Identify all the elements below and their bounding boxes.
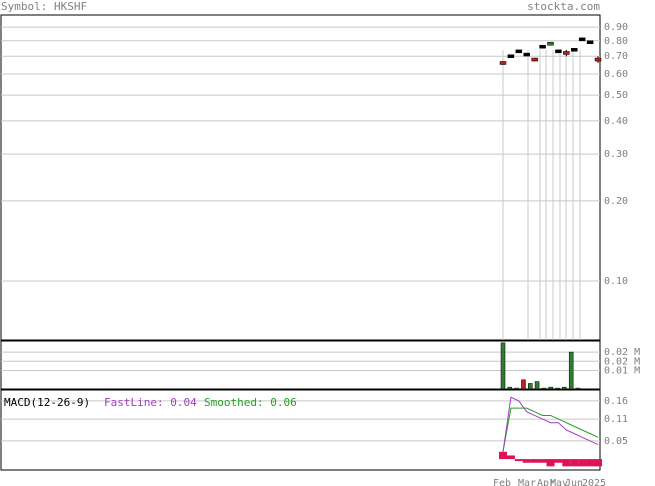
macd-smooth-label: Smoothed: 0.06 — [204, 396, 297, 409]
x-tick-label: Feb — [493, 478, 511, 486]
macd-histogram-bar — [546, 459, 555, 467]
volume-bar — [528, 383, 533, 390]
volume-bar — [555, 387, 560, 390]
macd-histogram-bar — [514, 459, 523, 462]
volume-bar — [500, 342, 506, 390]
volume-bar — [521, 379, 526, 390]
price-tick-label: 0.20 — [604, 196, 628, 207]
price-tick-label: 0.60 — [604, 69, 628, 80]
volume-bar — [514, 387, 519, 390]
macd-panel: 0.16 0.11 0.05 MACD(12-26-9) FastLine: 0.04 S… — [0, 389, 628, 471]
macd-histogram-bar — [538, 459, 547, 463]
macd-histogram-bar — [506, 455, 515, 460]
price-bar — [563, 51, 570, 55]
macd-histogram-bar — [562, 459, 571, 467]
price-tick-label: 0.40 — [604, 116, 628, 127]
macd-smoothed-line — [502, 407, 599, 452]
price-bar — [571, 48, 578, 52]
price-tick-label: 0.30 — [604, 149, 628, 160]
volume-tick-label: 0.02 M — [604, 356, 640, 367]
price-tick-label: 0.10 — [604, 276, 628, 287]
x-tick-label: 2025 — [582, 478, 606, 486]
price-bar — [547, 41, 554, 46]
macd-histogram-bar — [530, 459, 539, 463]
volume-panel: 0.02 M0.02 M0.01 M — [0, 340, 640, 390]
price-bar — [594, 57, 602, 62]
x-tick-label: Jun — [565, 478, 583, 486]
macd-histogram-bar — [594, 459, 602, 467]
macd-histogram-bar — [578, 459, 587, 467]
price-bar — [555, 49, 562, 54]
volume-bar — [568, 351, 574, 390]
price-bar — [515, 49, 523, 54]
price-bar — [531, 57, 538, 62]
macd-title: MACD(12-26-9) — [4, 396, 90, 409]
macd-fast-label: FastLine: 0.04 — [104, 396, 197, 409]
x-tick-label: Mar — [518, 478, 536, 486]
volume-bar — [548, 386, 553, 390]
volume-tick-label: 0.01 M — [604, 366, 640, 377]
price-bar — [578, 37, 586, 42]
price-bar — [499, 61, 507, 65]
price-tick-label: 0.90 — [604, 22, 628, 33]
price-bar — [523, 52, 530, 57]
macd-histogram-bar — [554, 459, 563, 463]
price-tick-label: 0.50 — [604, 90, 628, 101]
price-bar — [507, 54, 515, 58]
macd-fast-line — [502, 396, 599, 452]
symbol-label: Symbol: HKSHF — [1, 0, 88, 13]
volume-frame — [0, 340, 601, 390]
macd-tick-label: 0.05 — [604, 436, 628, 447]
x-tick-label: Apr — [537, 478, 555, 486]
price-frame — [0, 14, 601, 341]
volume-bar — [562, 386, 567, 390]
price-panel: 0.90 0.80 0.70 0.60 0.50 0.40 0.30 0.20 0.10 — [0, 14, 628, 341]
volume-bar — [507, 386, 513, 390]
volume-bar — [541, 387, 547, 390]
macd-histogram-bar — [499, 451, 507, 460]
price-tick-label: 0.70 — [604, 51, 628, 62]
volume-bar — [534, 381, 540, 390]
macd-histogram-bar — [586, 459, 595, 467]
volume-bar — [575, 387, 581, 390]
macd-histogram-bar — [570, 459, 579, 467]
price-tick-label: 0.80 — [604, 36, 628, 47]
macd-tick-label: 0.11 — [604, 414, 628, 425]
price-bar — [586, 40, 594, 44]
x-tick-label: May — [550, 478, 568, 486]
site-name: stockta.com — [527, 0, 600, 13]
macd-histogram-bar — [522, 459, 531, 463]
volume-tick-label: 0.02 M — [604, 347, 640, 358]
price-bar — [539, 44, 546, 49]
macd-tick-label: 0.16 — [604, 396, 628, 407]
